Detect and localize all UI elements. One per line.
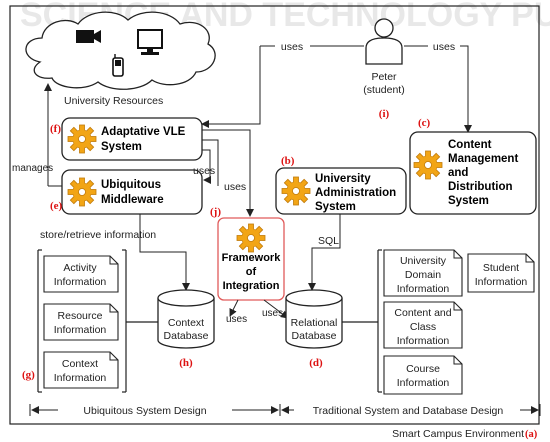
marker-j: (j) [210,206,221,218]
doc-course-line-1: Course [406,363,440,375]
relational-db-label-1: Relational [291,317,338,329]
design-span-arrows [29,404,541,416]
admin-title-3: System [315,201,356,213]
doc-resource-line-1: Resource [58,310,103,322]
doc-activity-information: Activity Information [43,255,119,293]
cms-title-3: and [448,167,468,179]
video-camera-icon [76,30,101,43]
edge-store-retrieve: store/retrieve information [40,229,156,241]
doc-university-domain-information: University Domain Information [383,249,463,297]
gear-icon [67,124,97,154]
framework-title-2: of [246,266,257,278]
outer-frame [9,5,540,425]
cms-title-5: System [448,195,489,207]
doc-student-line-1: Student [483,262,519,274]
mobile-phone-icon [112,54,124,77]
doc-activity-line-2: Information [54,276,107,288]
doc-context-line-2: Information [54,372,107,384]
context-database: Context Database [157,289,215,349]
edge-sql: SQL [318,235,339,247]
ubiquitous-middleware-box: Ubiquitous Middleware [61,169,203,215]
marker-h: (h) [179,357,193,369]
doc-student-line-2: Information [475,276,528,288]
doc-content-line-1: Content and [394,307,451,319]
marker-c: (c) [418,117,431,129]
doc-activity-line-1: Activity [63,262,97,274]
marker-b: (b) [281,155,295,167]
marker-a: (a) [525,429,538,440]
vle-middleware-edge [202,129,254,217]
context-db-label-1: Context [168,317,204,329]
marker-g: (g) [22,369,35,381]
manages-edges [44,83,62,187]
edge-uses-mid: uses [193,165,215,177]
middleware-title-1: Ubiquitous [101,179,161,191]
context-db-label-2: Database [164,330,209,342]
cms-title-1: Content [448,139,492,151]
footer-caption: Smart Campus Environment [392,428,524,440]
gear-icon [236,223,266,253]
doc-course-line-2: Information [397,377,450,389]
university-resources-cloud [25,11,216,90]
doc-course-information: Course Information [383,355,463,395]
doc-context-line-1: Context [62,358,98,370]
person-edges [201,45,472,133]
middleware-title-2: Middleware [101,194,164,206]
doc-content-line-2: Class [410,321,436,333]
admin-title-1: University [315,173,371,185]
framework-of-integration-box: Framework of Integration [217,217,285,301]
content-management-box: Content Management and Distribution Syst… [409,131,537,215]
gear-icon [67,177,97,207]
edge-uses-right: uses [433,41,455,53]
person-role: (student) [363,84,404,96]
marker-i: (i) [379,108,390,120]
doc-resource-line-2: Information [54,324,107,336]
marker-f: (f) [50,123,61,135]
relational-database: Relational Database [285,289,343,349]
doc-domain-line-1: University [400,255,447,267]
edge-uses-left: uses [281,41,303,53]
cms-title-4: Distribution [448,181,513,193]
edge-uses-relational: uses [262,308,283,319]
framework-title-3: Integration [223,280,280,292]
doc-domain-line-2: Domain [405,269,441,281]
doc-context-information: Context Information [43,351,119,389]
edge-uses-vle: uses [224,181,246,193]
adaptative-vle-box: Adaptative VLE System [61,117,203,161]
doc-content-line-3: Information [397,335,450,347]
student-person-icon [365,18,403,65]
edge-manages: manages [12,163,53,174]
design-right-label: Traditional System and Database Design [313,405,504,417]
doc-student-information: Student Information [467,253,535,293]
design-left-label: Ubiquitous System Design [83,405,206,417]
gear-icon [413,150,443,180]
marker-e: (e) [50,200,63,212]
doc-content-class-information: Content and Class Information [383,301,463,349]
person-name: Peter [371,71,397,83]
left-bracket [37,249,158,393]
framework-title-1: Framework [222,252,282,264]
university-administration-box: University Administration System [275,167,407,215]
doc-domain-line-3: Information [397,283,450,295]
doc-resource-information: Resource Information [43,303,119,341]
cloud-label: University Resources [64,95,163,107]
gear-icon [281,176,311,206]
vle-title-2: System [101,141,142,153]
cms-title-2: Management [448,153,518,165]
relational-db-label-2: Database [292,330,337,342]
computer-monitor-icon [137,29,163,55]
data-edges [139,214,341,319]
vle-title-1: Adaptative VLE [101,126,186,138]
admin-title-2: Administration [315,187,396,199]
marker-d: (d) [309,357,323,369]
edge-uses-context: uses [226,314,247,325]
right-bracket [342,249,382,393]
